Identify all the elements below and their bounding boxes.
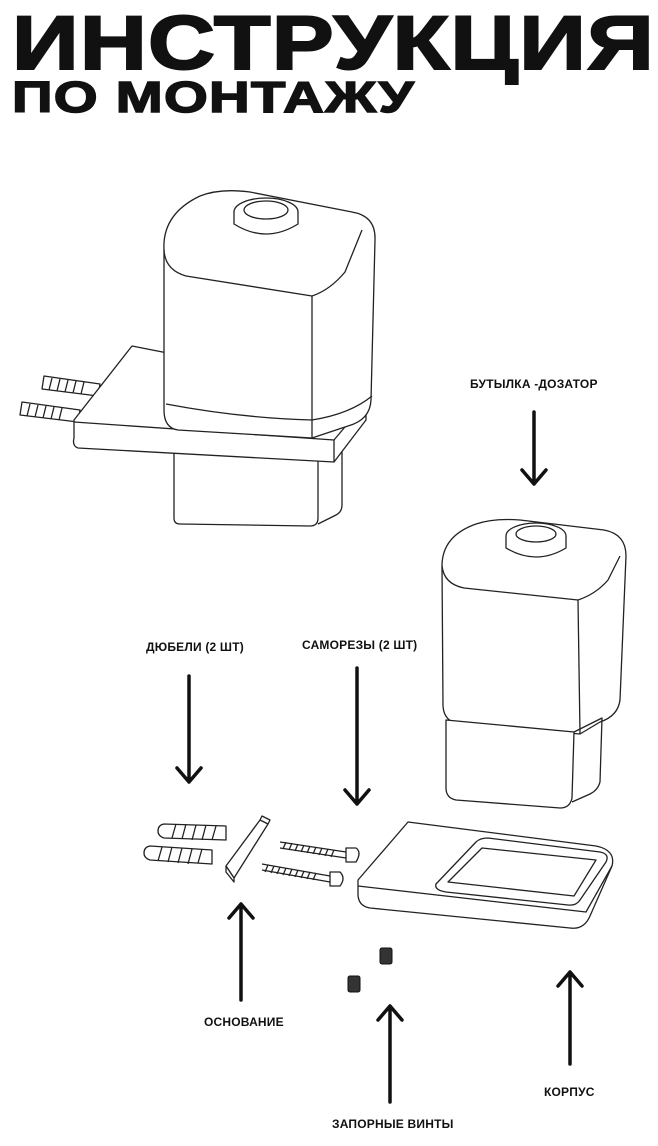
arrow-dowels: [175, 674, 203, 784]
arrow-screws: [343, 666, 371, 806]
label-lock-screws: ЗАПОРНЫЕ ВИНТЫ: [332, 1117, 454, 1131]
assembled-dispenser: [19, 190, 376, 527]
title-line-1: ИНСТРУКЦИЯ: [11, 1, 655, 86]
arrow-body: [556, 970, 584, 1066]
arrow-base: [227, 902, 255, 1002]
label-base: ОСНОВАНИЕ: [204, 1015, 284, 1029]
title-line-2: ПО МОНТАЖУ: [11, 73, 415, 122]
arrow-lock-screws: [376, 1004, 404, 1104]
arrow-bottle: [520, 410, 548, 486]
base-part: [225, 815, 271, 883]
label-dowels: ДЮБЕЛИ (2 ШТ): [146, 640, 244, 654]
screws-part: [261, 841, 360, 887]
dowels-part: [143, 823, 227, 865]
label-screws: САМОРЕЗЫ (2 ШТ): [302, 638, 418, 652]
bottle-part: [441, 518, 627, 809]
body-part: [357, 821, 614, 929]
label-bottle: БУТЫЛКА -ДОЗАТОР: [470, 377, 598, 391]
label-body: КОРПУС: [544, 1085, 595, 1099]
lock-screws-part: [347, 947, 393, 993]
